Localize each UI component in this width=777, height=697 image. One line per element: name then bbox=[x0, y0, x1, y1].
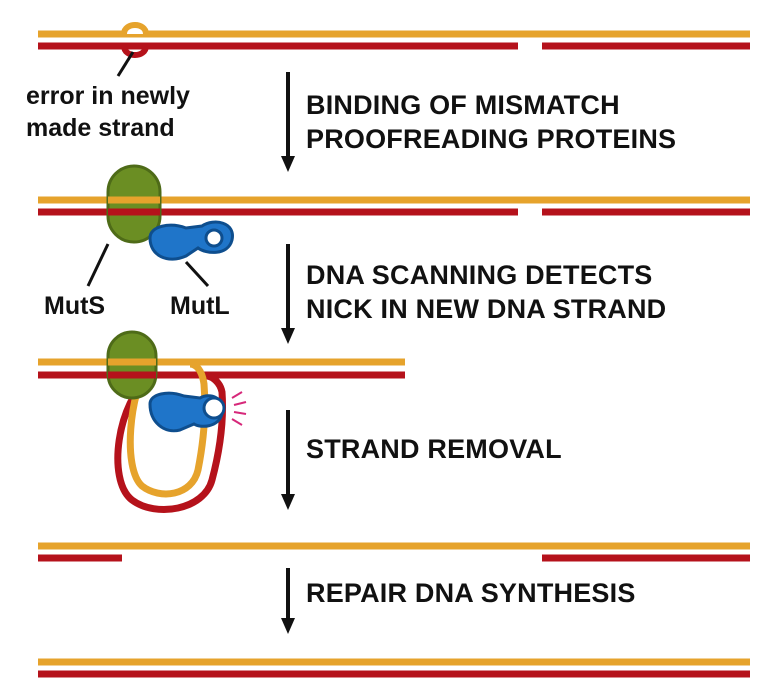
dna-duplex-mismatch bbox=[38, 22, 750, 77]
step-arrow-2 bbox=[281, 244, 295, 344]
step-4-line1: REPAIR DNA SYNTHESIS bbox=[306, 578, 636, 608]
step-label-3: STRAND REMOVAL bbox=[306, 432, 562, 466]
error-label-line1: error in newly bbox=[26, 82, 190, 110]
step-3-line1: STRAND REMOVAL bbox=[306, 434, 562, 464]
mutl-ring bbox=[202, 396, 226, 420]
mutl-pointer bbox=[184, 260, 210, 288]
step-label-4: REPAIR DNA SYNTHESIS bbox=[306, 576, 636, 610]
removed-new-strand-loop bbox=[114, 372, 226, 514]
muts-label: MutS bbox=[44, 292, 106, 320]
step-label-1: BINDING OF MISMATCH PROOFREADING PROTEIN… bbox=[306, 88, 676, 156]
step-arrow-1 bbox=[281, 72, 295, 172]
dna-duplex-repaired bbox=[38, 658, 750, 678]
step-2-line2: NICK IN NEW DNA STRAND bbox=[306, 294, 667, 324]
dna-strand-removal bbox=[38, 330, 405, 514]
mismatch-bulge-new bbox=[121, 45, 149, 58]
step-2-line1: DNA SCANNING DETECTS bbox=[306, 260, 653, 290]
step-1-line1: BINDING OF MISMATCH bbox=[306, 90, 620, 120]
muts-pointer bbox=[86, 243, 110, 287]
mismatch-bulge bbox=[121, 22, 149, 35]
mutl-label: MutL bbox=[170, 292, 230, 320]
step-arrow-3 bbox=[281, 410, 295, 510]
step-1-line2: PROOFREADING PROTEINS bbox=[306, 124, 677, 154]
template-strand-loop bbox=[126, 360, 209, 498]
muts-protein bbox=[106, 164, 162, 244]
dna-duplex-gapped bbox=[38, 542, 750, 562]
error-pointer bbox=[116, 51, 135, 77]
dna-duplex-bound bbox=[38, 164, 750, 288]
step-label-2: DNA SCANNING DETECTS NICK IN NEW DNA STR… bbox=[306, 258, 666, 326]
mutl-ring bbox=[204, 228, 224, 248]
error-label: error in newly made strand bbox=[26, 80, 190, 144]
error-label-line2: made strand bbox=[26, 114, 175, 142]
step-arrow-4 bbox=[281, 568, 295, 634]
nick-mark bbox=[231, 391, 247, 426]
